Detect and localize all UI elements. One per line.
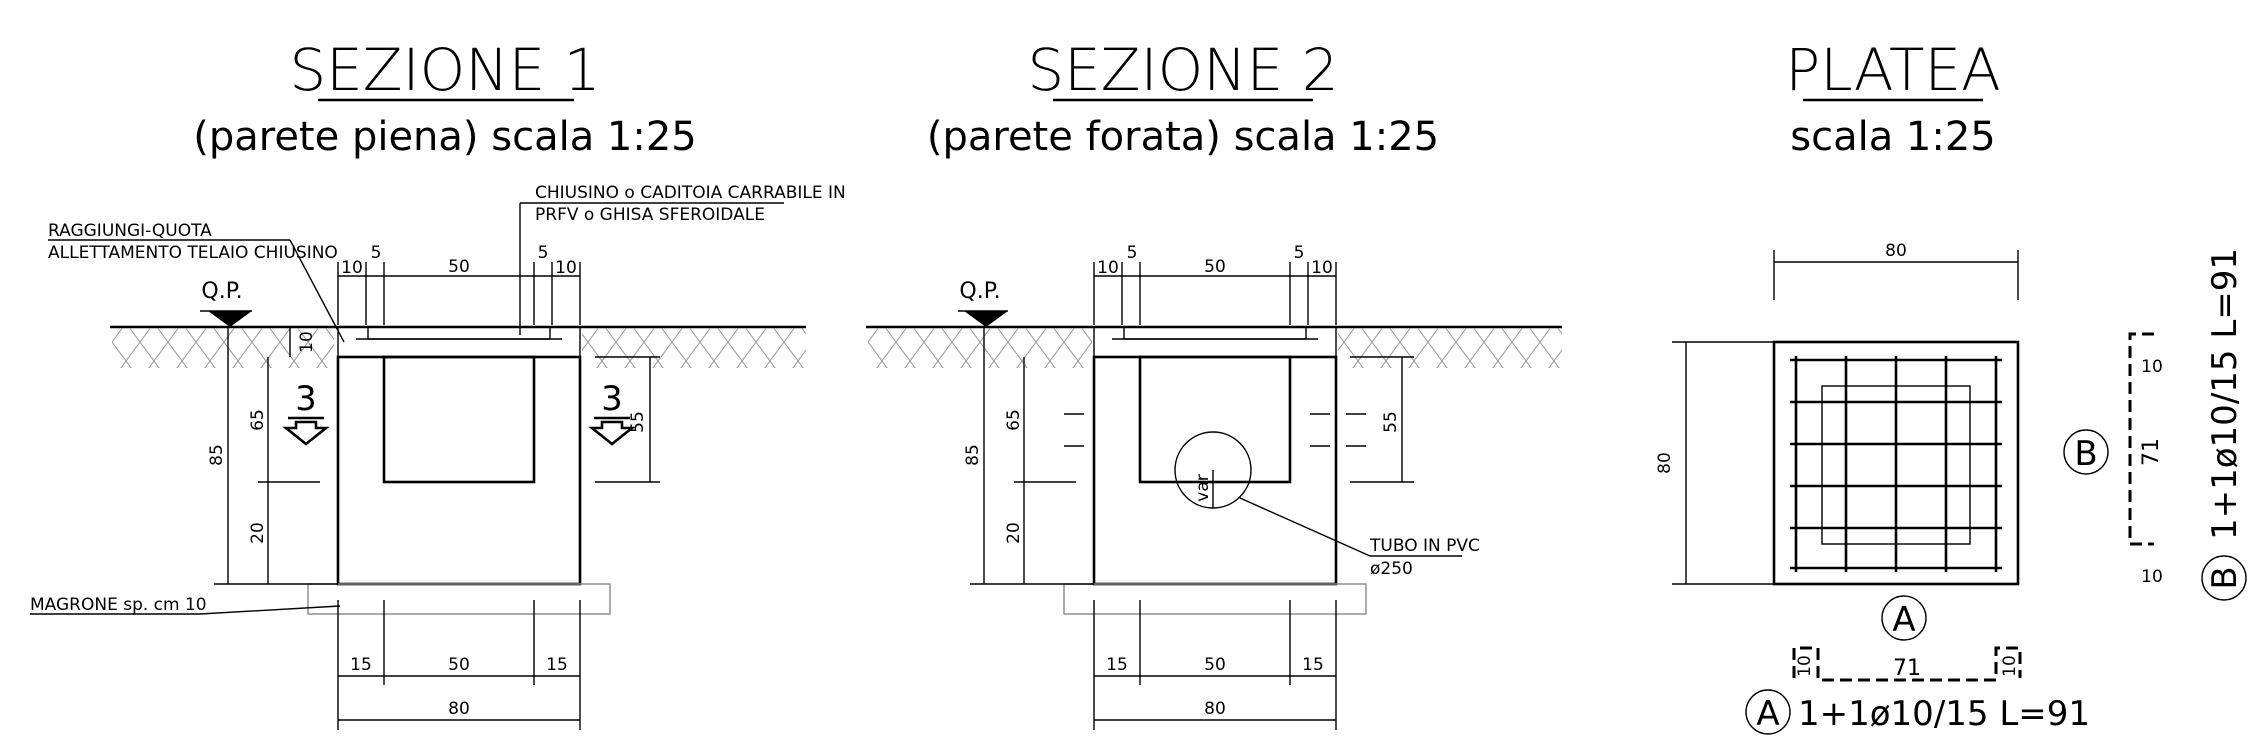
- s2-dim-top-1: 10: [1097, 258, 1119, 278]
- s2-tubo-1: TUBO IN PVC: [1369, 536, 1480, 556]
- s1-note-chiusino-1: CHIUSINO o CADITOIA CARRABILE IN: [535, 183, 846, 203]
- s1-dim-10: 10: [297, 331, 317, 353]
- s2-dim-top-3: 50: [1204, 257, 1226, 277]
- s2-dim-20: 20: [1004, 522, 1024, 544]
- s2-qp: Q.P.: [959, 279, 1000, 304]
- svg-text:A: A: [1756, 694, 1779, 734]
- s1-section-mark-left: 3: [282, 379, 330, 446]
- svg-text:B: B: [2205, 566, 2245, 589]
- s1-note-chiusino-2: PRFV o GHISA SFEROIDALE: [535, 205, 765, 225]
- s1-dim-bot-1: 15: [350, 655, 372, 675]
- s1-note-raggiungi-1: RAGGIUNGI-QUOTA: [48, 221, 212, 241]
- s2-tubo-2: ø250: [1370, 559, 1413, 579]
- sezione-2: SEZIONE 2 (parete forata) scala 1:25 var…: [866, 36, 1562, 730]
- s2-dim-bot-3: 15: [1302, 655, 1324, 675]
- s1-dim-top-4: 5: [538, 243, 549, 263]
- s2-dim-65: 65: [1004, 409, 1024, 431]
- svg-text:10: 10: [2141, 357, 2163, 377]
- s2-dim-85: 85: [963, 444, 983, 466]
- s1-note-magrone: MAGRONE sp. cm 10: [30, 595, 207, 615]
- s1-dim-top-1: 10: [341, 258, 363, 278]
- s1-dim-top-3: 50: [448, 257, 470, 277]
- svg-text:B: B: [2074, 434, 2097, 474]
- s1-dim-20: 20: [248, 522, 268, 544]
- platea: PLATEA scala 1:25 80 80: [1655, 36, 2247, 735]
- svg-text:71: 71: [2139, 438, 2164, 466]
- svg-text:10: 10: [2000, 655, 2020, 677]
- s1-dim-65: 65: [248, 409, 268, 431]
- s1-dim-bot-2: 50: [448, 655, 470, 675]
- sezione-2-subtitle: (parete forata) scala 1:25: [927, 114, 1439, 160]
- sezione-1: SEZIONE 1 (parete piena) scala 1:25 10 5…: [30, 36, 846, 730]
- s2-dim-bot-2: 50: [1204, 655, 1226, 675]
- s2-dim-total: 80: [1204, 699, 1226, 719]
- sezione-1-subtitle: (parete piena) scala 1:25: [193, 114, 697, 160]
- svg-text:10: 10: [2141, 567, 2163, 587]
- s1-section-mark-right: 3: [588, 379, 636, 446]
- platea-bar-a: A 10 71 10 A 1+1ø10/15 L=91: [1745, 595, 2090, 735]
- platea-rebar-a-label: 1+1ø10/15 L=91: [1798, 694, 2090, 734]
- s1-qp: Q.P.: [201, 279, 242, 304]
- svg-text:3: 3: [601, 379, 623, 419]
- platea-rebar-b-label: 1+1ø10/15 L=91: [2205, 248, 2245, 540]
- platea-bar-b: B 10 71 10 B 1+1ø10/15 L=91: [2063, 248, 2247, 601]
- s2-dim-top-5: 10: [1311, 258, 1333, 278]
- s1-dim-total: 80: [448, 699, 470, 719]
- svg-text:3: 3: [295, 379, 317, 419]
- platea-subtitle: scala 1:25: [1790, 114, 1996, 160]
- platea-title: PLATEA: [1785, 36, 2001, 104]
- svg-text:71: 71: [1893, 656, 1921, 681]
- sezione-2-title: SEZIONE 2: [1027, 36, 1338, 104]
- s1-dim-top-2: 5: [371, 243, 382, 263]
- s1-dim-85: 85: [207, 444, 227, 466]
- s2-dim-top-4: 5: [1294, 243, 1305, 263]
- s2-dim-55: 55: [1381, 411, 1401, 433]
- s1-dim-top-5: 10: [555, 258, 577, 278]
- s1-dim-bot-3: 15: [546, 655, 568, 675]
- s2-dim-top-2: 5: [1127, 243, 1138, 263]
- svg-text:A: A: [1892, 600, 1915, 640]
- platea-dim-top: 80: [1885, 241, 1907, 261]
- s1-note-raggiungi-2: ALLETTAMENTO TELAIO CHIUSINO: [48, 243, 338, 263]
- platea-rebar-mesh: [1790, 356, 2002, 572]
- sezione-1-title: SEZIONE 1: [289, 36, 600, 104]
- svg-text:10: 10: [1795, 655, 1815, 677]
- platea-dim-side: 80: [1655, 452, 1675, 474]
- s2-var: var: [1193, 474, 1213, 501]
- s2-dim-bot-1: 15: [1106, 655, 1128, 675]
